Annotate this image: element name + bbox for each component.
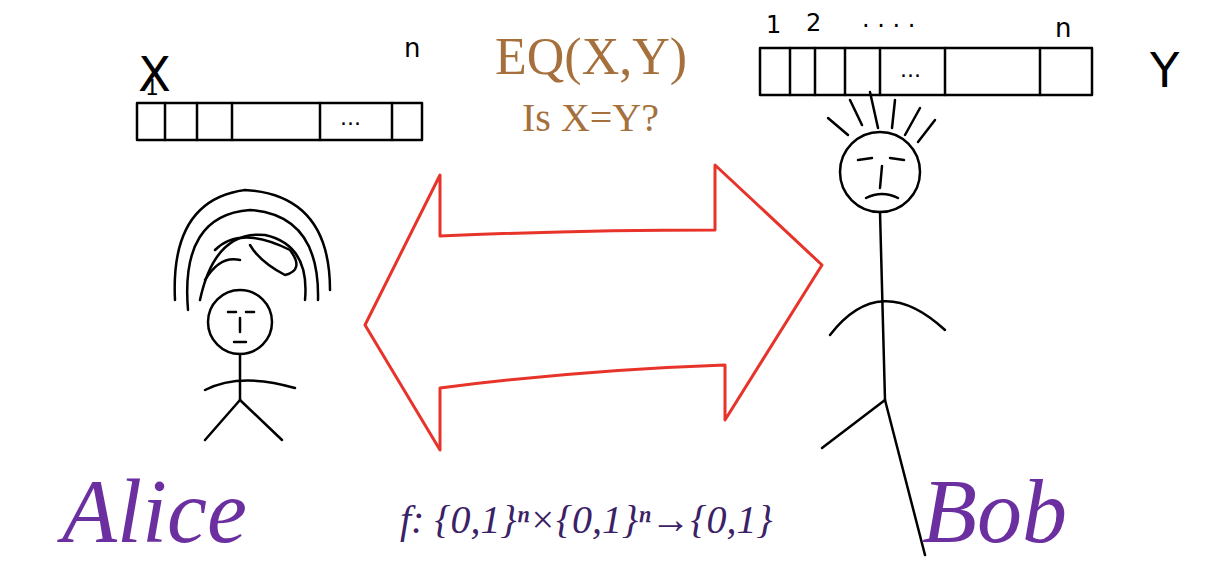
bit-array	[760, 48, 1092, 95]
question: Is X=Y?	[522, 96, 659, 140]
index-number: 2	[806, 10, 821, 36]
index-number: n	[1055, 14, 1071, 43]
function-name: EQ(X,Y)	[495, 28, 687, 85]
index-number: 1	[766, 12, 781, 38]
index-number: 1	[145, 76, 159, 100]
person-name: Bob	[922, 462, 1067, 561]
alice-figure	[175, 190, 330, 440]
index-number: n	[404, 34, 420, 63]
function-signature: f: {0,1}ⁿ×{0,1}ⁿ→{0,1}	[400, 498, 773, 542]
ellipsis: ...	[340, 106, 361, 130]
double-arrow	[365, 165, 822, 450]
ellipsis: ...	[900, 58, 921, 82]
variable-name: Y	[1150, 44, 1179, 97]
ellipsis: . . . .	[862, 6, 915, 32]
bit-array	[137, 103, 422, 140]
person-name: Alice	[62, 462, 247, 561]
